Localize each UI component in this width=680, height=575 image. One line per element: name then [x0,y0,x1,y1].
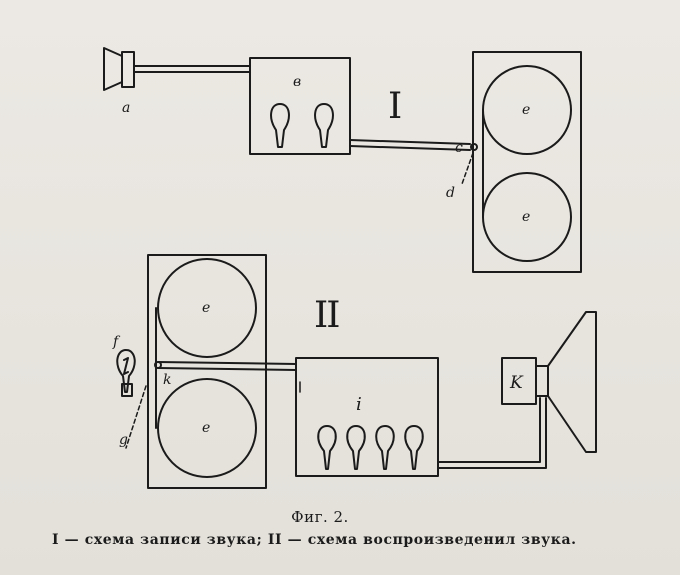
roman-numeral-I: I [388,86,402,127]
label-k: k [163,372,171,388]
amplifier-i [295,357,439,477]
exciter-lamp-f [116,349,136,397]
cable-mic-to-amplifier [133,65,251,73]
label-e-2: e [522,209,530,225]
loudspeaker-K [501,311,597,453]
label-c: c [455,140,463,156]
label-e-1: e [522,102,530,118]
label-e-3: e [202,300,210,316]
sound-scheme-diagram: a в c d e e e e f g k i K I II [103,47,597,489]
amplifier-b [249,57,351,155]
label-g: g [119,432,128,448]
roman-numeral-II: II [314,295,339,336]
label-K: K [509,373,524,393]
label-d: d [446,185,455,201]
microphone-a [103,47,135,91]
figure-caption-title: Фиг. 2. [291,508,349,526]
label-i: i [356,394,362,415]
film-cassette-record [472,51,582,273]
label-e-4: e [202,420,210,436]
label-a: a [122,100,130,116]
label-b: в [293,74,301,90]
label-f: f [112,334,121,350]
dashed-line-g [125,385,147,449]
figure-caption-text: I — схема записи звука; II — схема воспр… [52,532,577,548]
cable-amplifier-to-speaker [437,397,547,469]
dashed-line-d [461,152,474,185]
photocell-tube [154,361,301,393]
